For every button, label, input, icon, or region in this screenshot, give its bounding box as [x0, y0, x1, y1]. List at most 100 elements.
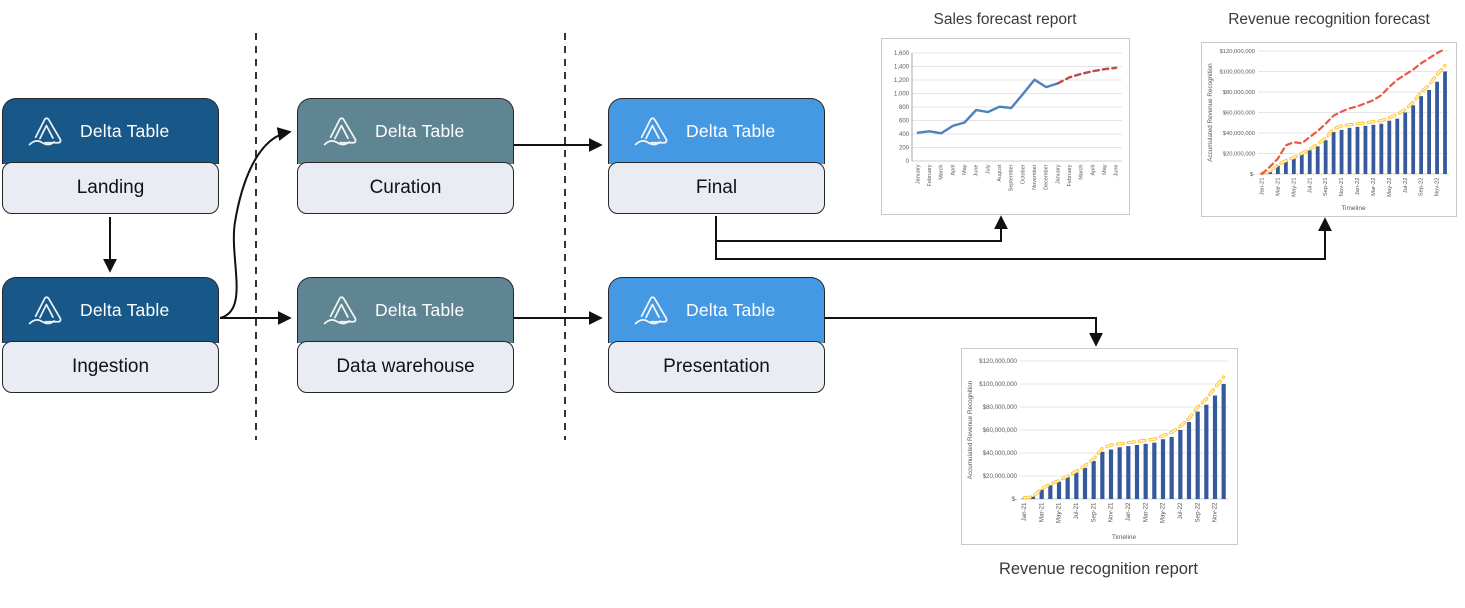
svg-text:400: 400 [898, 132, 909, 138]
svg-text:June: June [1113, 165, 1119, 177]
svg-text:600: 600 [898, 119, 909, 125]
svg-text:Nov-21: Nov-21 [1108, 502, 1115, 523]
node-header: Delta Table [297, 277, 514, 343]
revenue-recognition-report-plot: $-$20,000,000$40,000,000$60,000,000$80,0… [961, 348, 1238, 545]
svg-text:Mar-21: Mar-21 [1275, 178, 1281, 196]
svg-text:Jul-21: Jul-21 [1307, 178, 1313, 194]
revenue-recognition-report-chart: $-$20,000,000$40,000,000$60,000,000$80,0… [961, 348, 1238, 581]
svg-text:September: September [1008, 164, 1014, 191]
node-final: Delta Table Final [608, 98, 825, 214]
svg-text:Sep-21: Sep-21 [1090, 502, 1097, 523]
chart-title: Revenue recognition forecast [1228, 11, 1430, 28]
arrow-final-to-sales-forecast [715, 215, 1008, 242]
svg-text:May: May [961, 164, 967, 175]
node-body-label: Landing [2, 162, 219, 214]
svg-text:Timeline: Timeline [1341, 205, 1366, 212]
node-ingestion: Delta Table Ingestion [2, 277, 219, 393]
svg-text:Mar-22: Mar-22 [1371, 178, 1377, 196]
svg-text:$100,000,000: $100,000,000 [979, 381, 1017, 388]
svg-text:$60,000,000: $60,000,000 [983, 427, 1018, 434]
svg-text:$80,000,000: $80,000,000 [1223, 90, 1255, 96]
node-body-label: Presentation [608, 341, 825, 393]
svg-text:$40,000,000: $40,000,000 [983, 450, 1018, 457]
node-product-label: Delta Table [80, 121, 170, 141]
svg-text:July: July [985, 164, 991, 174]
delta-lake-logo-icon [28, 116, 62, 145]
svg-text:$-: $- [1011, 496, 1017, 503]
node-data-warehouse: Delta Table Data warehouse [297, 277, 514, 393]
svg-text:May-21: May-21 [1056, 502, 1063, 523]
svg-text:1,600: 1,600 [893, 51, 909, 57]
svg-text:May-21: May-21 [1291, 178, 1297, 197]
svg-text:May-22: May-22 [1387, 178, 1393, 197]
svg-text:Jan-21: Jan-21 [1260, 178, 1266, 196]
node-curation: Delta Table Curation [297, 98, 514, 214]
arrow-ingestion-to-curation [219, 127, 292, 319]
svg-text:April: April [1090, 165, 1096, 176]
svg-text:$80,000,000: $80,000,000 [983, 404, 1018, 411]
svg-text:October: October [1020, 164, 1026, 184]
arrow-presentation-to-revenue-report [825, 317, 1103, 347]
svg-text:Jan-22: Jan-22 [1125, 502, 1132, 521]
svg-text:Jul-21: Jul-21 [1073, 502, 1080, 519]
delta-lake-logo-icon [28, 295, 62, 324]
svg-text:March: March [1078, 165, 1084, 180]
node-product-label: Delta Table [686, 300, 776, 320]
node-body-label: Data warehouse [297, 341, 514, 393]
svg-text:Sep-22: Sep-22 [1194, 502, 1201, 523]
svg-text:August: August [996, 164, 1002, 182]
node-header: Delta Table [297, 98, 514, 164]
svg-text:February: February [926, 164, 932, 186]
svg-text:Jan-21: Jan-21 [1021, 502, 1028, 521]
svg-text:1,000: 1,000 [893, 92, 909, 98]
chart-title: Revenue recognition report [998, 560, 1199, 578]
svg-text:November: November [1031, 164, 1037, 190]
svg-text:January: January [1055, 164, 1061, 184]
svg-text:Accumulated Revenue Recognitio: Accumulated Revenue Recognition [967, 380, 974, 479]
svg-text:May-22: May-22 [1160, 502, 1167, 523]
delta-lake-logo-icon [323, 295, 357, 324]
chart-title: Sales forecast report [933, 11, 1077, 28]
svg-text:Sep-22: Sep-22 [1419, 178, 1425, 197]
svg-text:February: February [1066, 164, 1072, 186]
node-body-label: Ingestion [2, 341, 219, 393]
node-body-label: Curation [297, 162, 514, 214]
node-body-label: Final [608, 162, 825, 214]
svg-text:Nov-21: Nov-21 [1339, 178, 1345, 197]
delta-lake-logo-icon [634, 295, 668, 324]
svg-text:April: April [950, 165, 956, 176]
svg-text:Jul-22: Jul-22 [1403, 178, 1409, 194]
svg-text:0: 0 [905, 159, 909, 165]
node-header: Delta Table [608, 277, 825, 343]
node-header: Delta Table [2, 98, 219, 164]
revenue-recognition-forecast-chart: Revenue recognition forecast $- $20,000,0… [1198, 8, 1460, 217]
svg-text:January: January [915, 164, 921, 184]
revenue-recognition-forecast-plot: $- $20,000,000 $40,000,000 $60,000,000 $80,0… [1201, 42, 1457, 217]
svg-text:Mar-21: Mar-21 [1038, 502, 1045, 522]
node-header: Delta Table [608, 98, 825, 164]
node-presentation: Delta Table Presentation [608, 277, 825, 393]
node-product-label: Delta Table [80, 300, 170, 320]
node-product-label: Delta Table [375, 300, 465, 320]
svg-text:$100,000,000: $100,000,000 [1220, 70, 1255, 76]
svg-text:$60,000,000: $60,000,000 [1223, 111, 1255, 117]
delta-lake-logo-icon [323, 116, 357, 145]
svg-text:Jan-22: Jan-22 [1355, 178, 1361, 196]
svg-text:1,400: 1,400 [893, 65, 909, 71]
svg-text:$20,000,000: $20,000,000 [1223, 152, 1255, 158]
svg-text:May: May [1101, 164, 1107, 175]
svg-text:1,200: 1,200 [893, 78, 909, 84]
svg-text:$120,000,000: $120,000,000 [1220, 49, 1255, 55]
svg-text:800: 800 [898, 105, 909, 111]
svg-text:June: June [973, 165, 979, 177]
svg-text:Jul-22: Jul-22 [1177, 502, 1184, 519]
svg-text:Mar-22: Mar-22 [1142, 502, 1149, 522]
svg-text:$40,000,000: $40,000,000 [1223, 131, 1255, 137]
svg-text:$-: $- [1250, 172, 1255, 178]
svg-text:Timeline: Timeline [1112, 534, 1137, 541]
svg-text:Sep-21: Sep-21 [1323, 178, 1329, 197]
svg-text:$120,000,000: $120,000,000 [979, 358, 1017, 365]
